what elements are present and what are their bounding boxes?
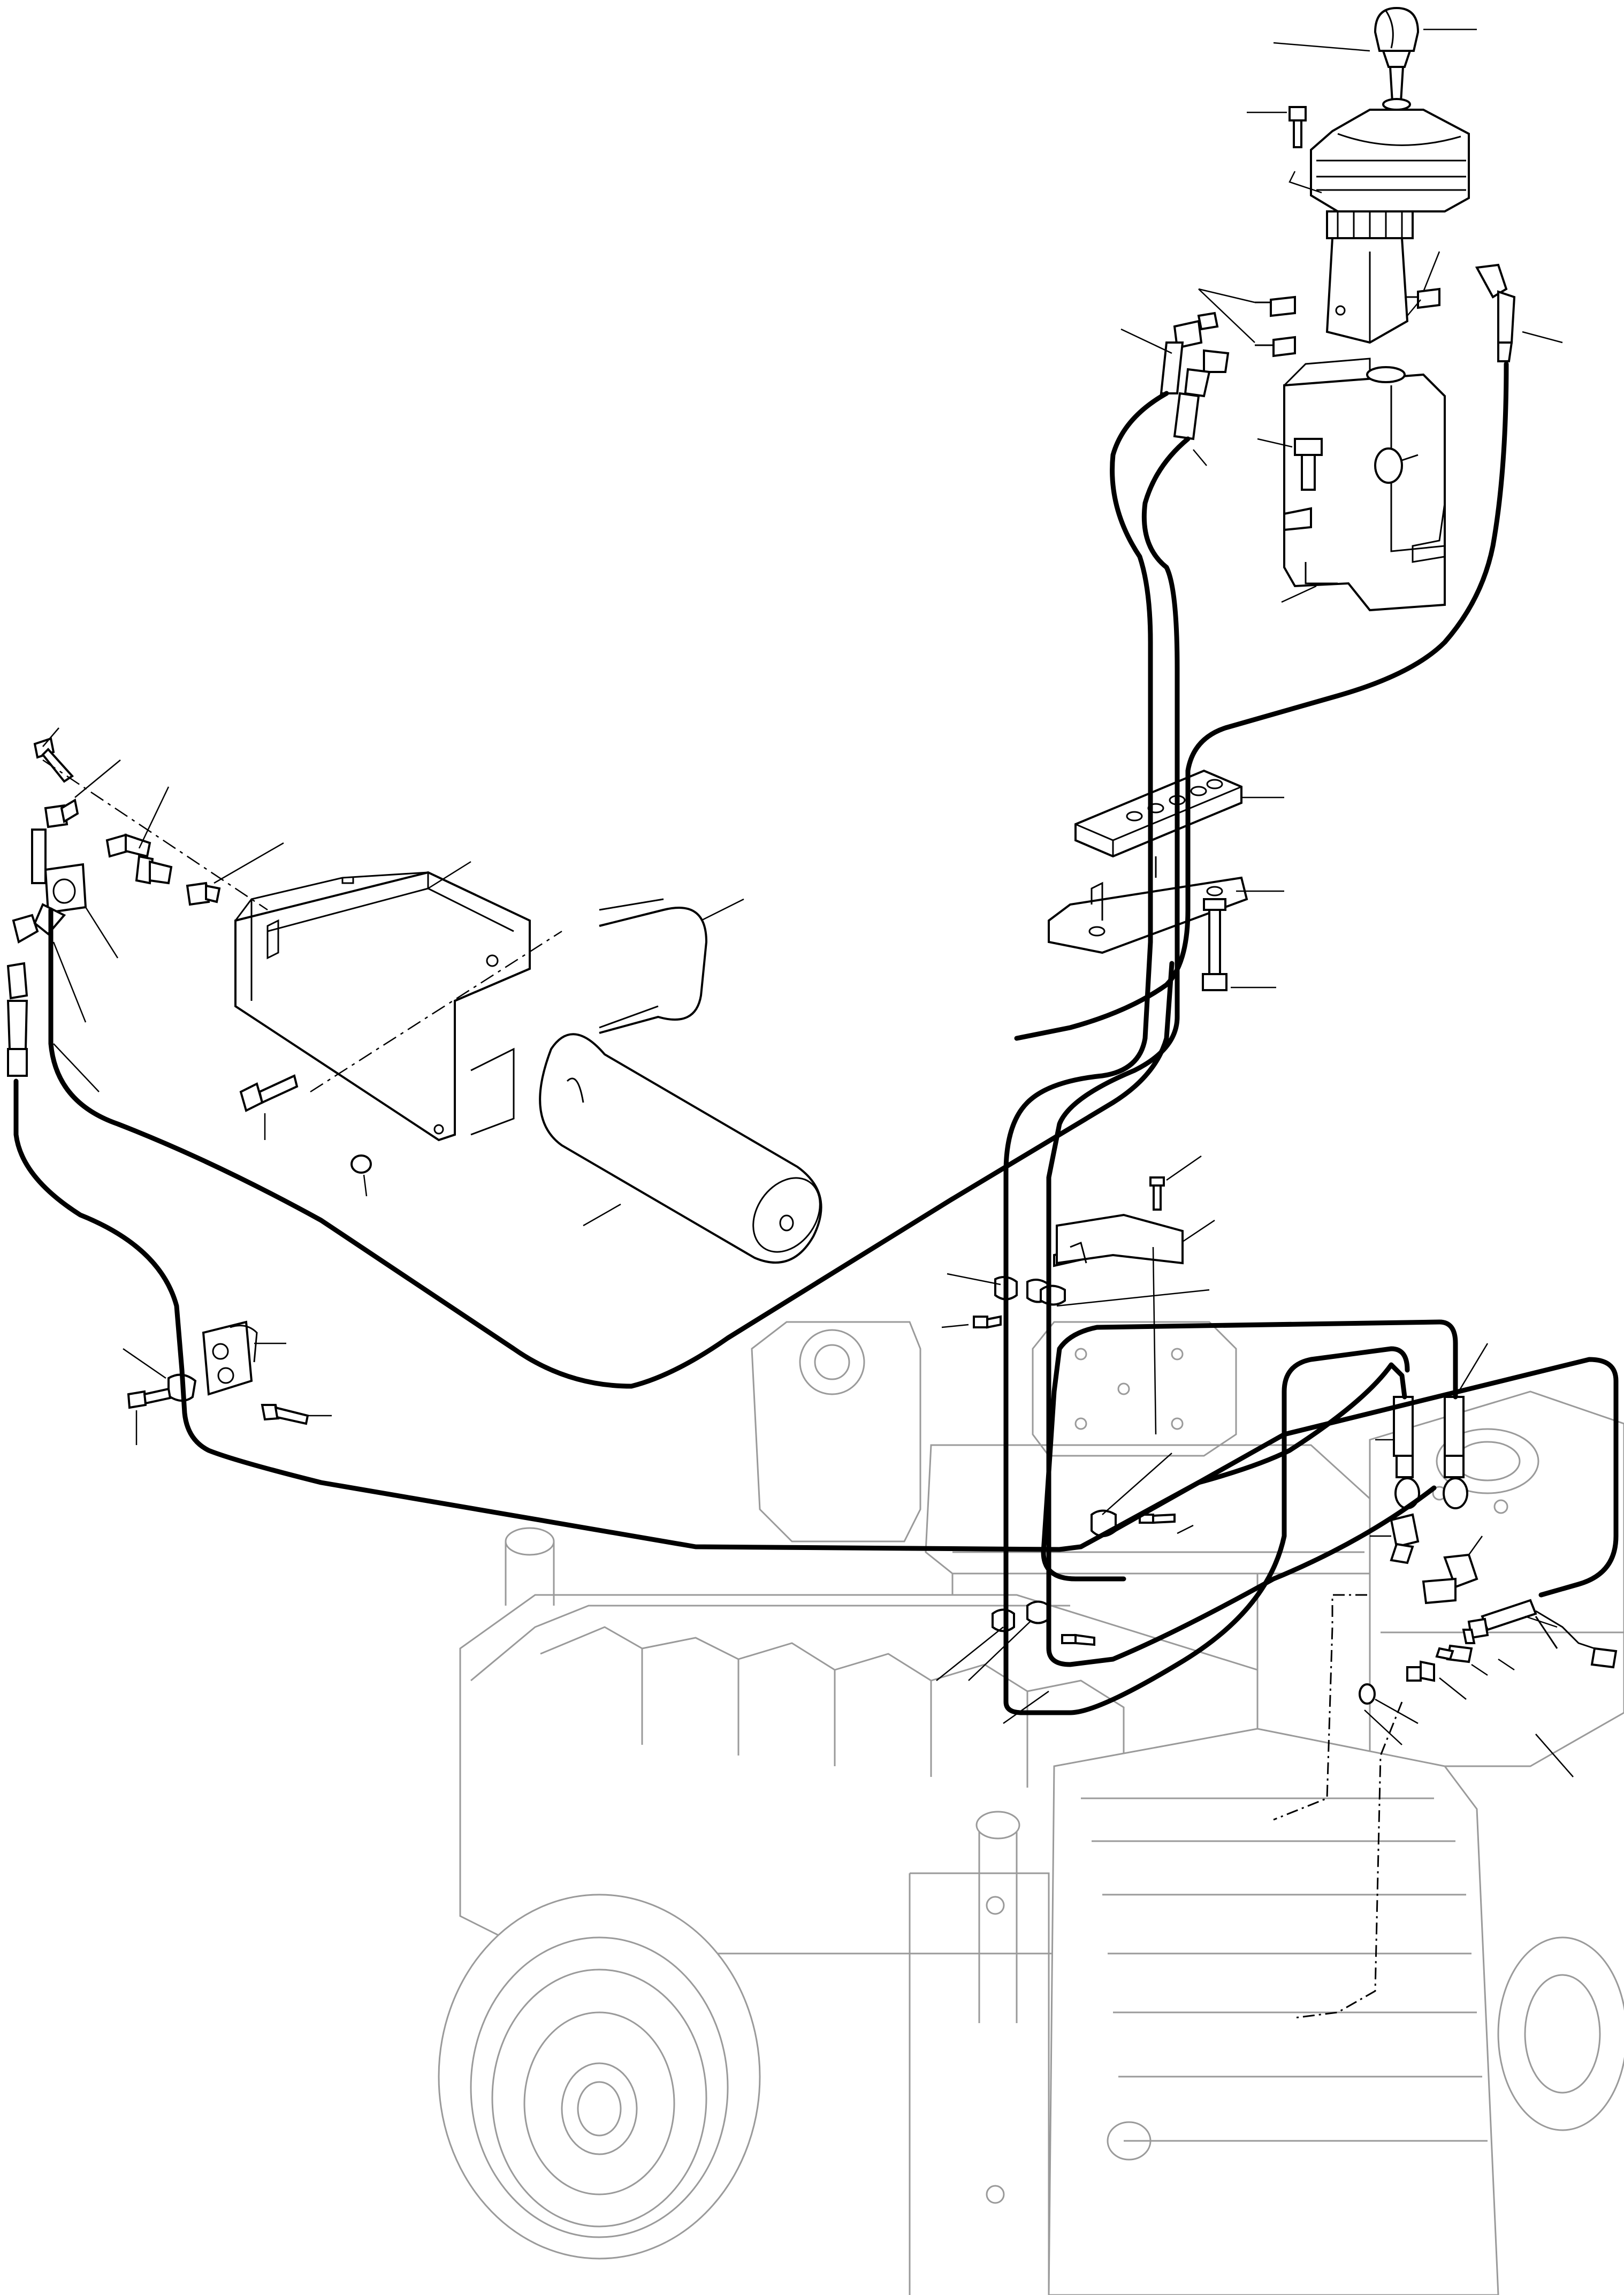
joystick-control-valve [1247,6,1477,344]
hose-support-plates [1048,769,1284,991]
accumulator-bracket [234,861,822,1264]
engine-transmission-assembly [438,1321,1624,2295]
right-fittings-and-sensor [1359,1343,1618,1777]
hydraulic-hoses [13,361,1619,2019]
valve-fittings [1120,251,1563,466]
valve-mounting-bracket [1257,358,1446,612]
mid-hose-clamps [936,1155,1215,1724]
left-clamp-bracket [123,1320,332,1445]
left-fittings-and-tee [6,727,284,1092]
